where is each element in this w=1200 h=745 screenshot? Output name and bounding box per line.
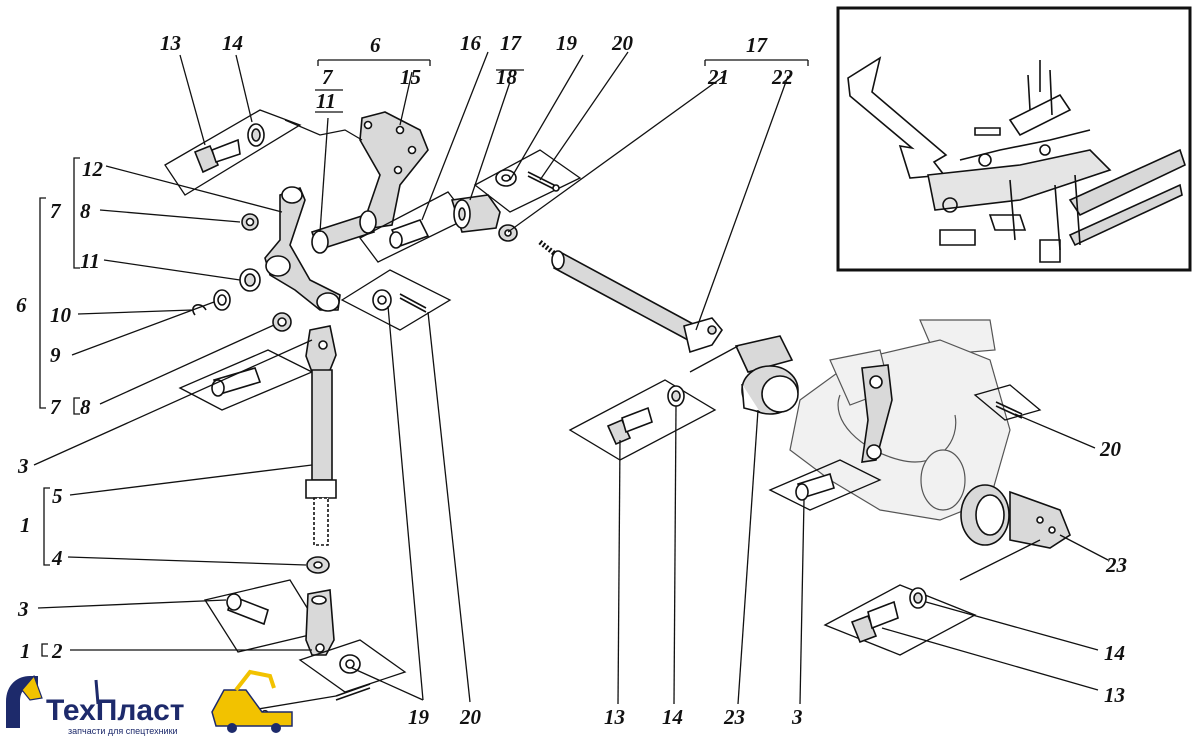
cotter-pin-20-right <box>995 401 1023 419</box>
cotter-pin-20-mid <box>399 293 427 313</box>
washer-19-mid <box>372 289 392 311</box>
label-8-top: 8 <box>80 199 91 223</box>
label-19-bottom: 19 <box>408 705 430 729</box>
label-3-left: 3 <box>17 454 29 478</box>
cotter-pin-20-bottom <box>335 683 371 701</box>
inset-overview <box>836 6 1192 272</box>
logo-subtitle: запчасти для спецтехники <box>68 726 178 736</box>
label-2: 2 <box>51 639 63 663</box>
label-23-bottom: 23 <box>723 705 745 729</box>
washer-19-bottom <box>339 654 361 674</box>
label-14-bottom: 14 <box>662 705 683 729</box>
shaft-11 <box>310 210 377 254</box>
label-20-right: 20 <box>1099 437 1122 461</box>
washer-10-9 <box>192 289 231 316</box>
fork-2 <box>305 589 335 656</box>
bolt-13-top <box>193 138 241 174</box>
label-19-top: 19 <box>556 31 578 55</box>
label-18: 18 <box>496 65 518 89</box>
label-20-top: 20 <box>611 31 634 55</box>
pin-16 <box>389 219 430 249</box>
label-7-side: 7 <box>50 199 62 223</box>
label-12: 12 <box>82 157 104 181</box>
label-23-right: 23 <box>1105 553 1127 577</box>
washer-19-top <box>495 169 517 187</box>
label-17-top: 17 <box>500 31 523 55</box>
clamp-23-bottom <box>960 484 1071 549</box>
label-1-top: 1 <box>20 513 31 537</box>
bracket-15 <box>284 111 429 229</box>
bushing-8-bottom <box>272 312 292 332</box>
label-10: 10 <box>50 303 72 327</box>
label-17-right: 17 <box>746 33 769 57</box>
label-8-bottom: 8 <box>80 395 91 419</box>
label-11: 11 <box>80 249 100 273</box>
label-21: 21 <box>707 65 729 89</box>
fork-18 <box>450 194 501 233</box>
clevis-22 <box>683 317 723 354</box>
lever-12 <box>264 186 341 312</box>
label-4: 4 <box>51 546 63 570</box>
label-7-bottom: 7 <box>50 395 62 419</box>
logo-text: ТехПласт <box>46 694 185 727</box>
label-15: 15 <box>400 65 421 89</box>
label-13-top: 13 <box>160 31 181 55</box>
clamp-23-top <box>734 335 799 415</box>
label-7-top: 7 <box>322 65 334 89</box>
label-9: 9 <box>50 343 61 367</box>
label-6-side: 6 <box>16 293 27 317</box>
label-13-right: 13 <box>1104 683 1125 707</box>
rod-21 <box>538 240 697 342</box>
pin-3-right <box>795 472 835 501</box>
label-6-top: 6 <box>370 33 381 57</box>
bolt-13-center <box>606 406 653 446</box>
adjusting-rod-5 <box>305 325 337 546</box>
label-3-lower: 3 <box>17 597 29 621</box>
label-14-right: 14 <box>1104 641 1125 665</box>
label-13-bottom: 13 <box>604 705 625 729</box>
label-5: 5 <box>52 484 63 508</box>
cotter-pin-20-top <box>527 171 560 192</box>
bushing-8-top <box>241 213 259 231</box>
washer-14-bottom <box>909 587 927 609</box>
washer-14-center <box>667 385 685 407</box>
bolt-13-bottom <box>850 600 899 644</box>
bushing-11 <box>239 268 261 292</box>
label-1-bottom: 1 <box>20 639 31 663</box>
label-22: 22 <box>771 65 794 89</box>
label-3-bottom: 3 <box>791 705 803 729</box>
nut-4 <box>306 556 330 574</box>
techplast-logo: ТехПласт запчасти для спецтехники <box>6 669 293 736</box>
label-20-bottom: 20 <box>459 705 482 729</box>
label-11-top: 11 <box>316 89 336 113</box>
housing-body <box>789 319 1011 521</box>
washer-14-top <box>247 123 265 147</box>
label-16: 16 <box>460 31 482 55</box>
pin-3-bottom <box>226 593 269 626</box>
label-14-top: 14 <box>222 31 243 55</box>
